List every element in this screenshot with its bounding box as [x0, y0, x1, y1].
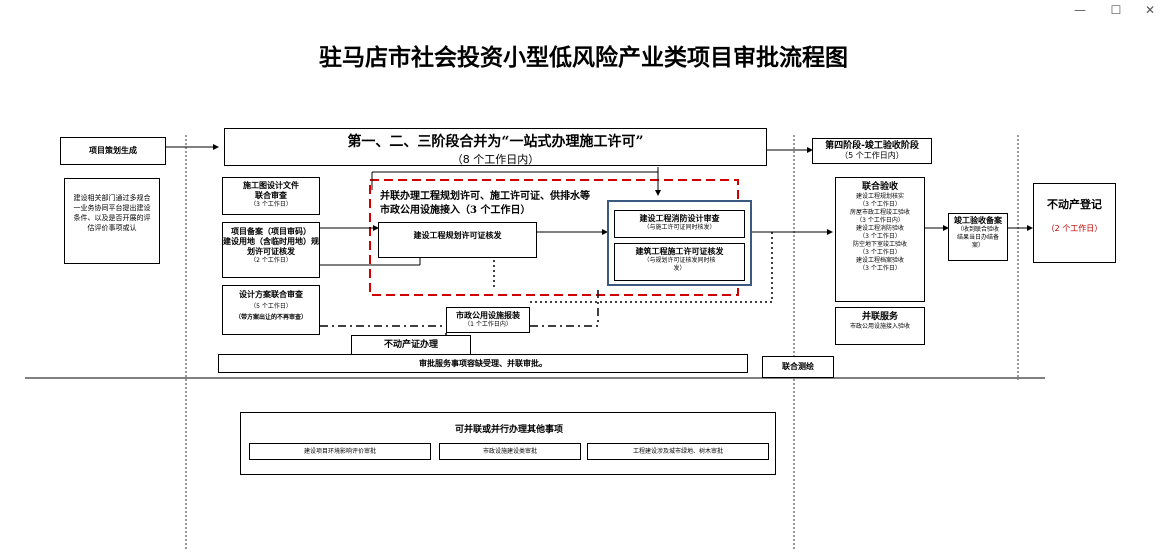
joint-acceptance-item: 房屋市政工程竣工验收 [849, 209, 910, 216]
design-doc-days: （3 个工作日） [250, 201, 292, 208]
joint-acceptance-item: 建设工程规划核实 [855, 193, 904, 200]
project-filing-box: 项目备案（项目审码） 建设用地（含临时用地）规 划许可证核发 （2 个工作日） [222, 222, 320, 278]
joint-acceptance-item: （3 个工作日） [859, 201, 901, 208]
filing-line1: 项目备案（项目审码） [231, 227, 311, 236]
stage4-days: （5 个工作日内） [840, 151, 904, 160]
real-estate-process-label: 不动产证办理 [383, 340, 438, 350]
maximize-button[interactable]: ☐ [1110, 3, 1122, 17]
other-item: 建设项目环境影响评价审批 [249, 443, 431, 460]
fire-review-line2: （与施工许可证同时核发） [643, 224, 716, 231]
accept-service-label: 审批服务事项容缺受理、并联审批。 [419, 359, 547, 368]
construct-permit-line3: 发） [673, 265, 686, 272]
filing-line2: 建设用地（含临时用地）规 [223, 237, 319, 246]
filing-done-line4: 案） [971, 242, 984, 249]
accept-service-box: 审批服务事项容缺受理、并联审批。 [218, 354, 748, 373]
one-stop-days: （8 个工作日内） [451, 153, 540, 166]
joint-acceptance-box: 联合验收 建设工程规划核实 （3 个工作日） 房屋市政工程竣工验收 （3 个工作… [835, 177, 925, 302]
project-planning-box: 项目策划生成 [60, 137, 166, 165]
parallel-process-text: 并联办理工程规划许可、施工许可证、供排水等 市政公用设施接入（3 个工作日） [380, 190, 620, 218]
joint-acceptance-item: 建设工程消防验收 [855, 225, 904, 232]
joint-acceptance-item: 建设工程档案验收 [855, 257, 904, 264]
design-doc-line1: 施工图设计文件 [243, 181, 299, 190]
scheme-line1: 设计方案联合审查 [239, 290, 303, 299]
filing-days: （2 个工作日） [250, 257, 292, 264]
other-items-title: 可并联或并行办理其他事项 [454, 425, 563, 435]
stage4-title: 第四阶段-竣工验收阶段 [825, 141, 919, 151]
planning-desc-box: 建设相关部门通过多规合 一业务协同平台提出建设 条件、以及是否开展的评 估评价事… [64, 178, 160, 264]
municipal-box: 市政公用设施报装 （1 个工作日内） [446, 307, 530, 333]
planning-desc-line: 一业务协同平台提出建设 [73, 204, 151, 212]
real-estate-process-box: 不动产证办理 [351, 335, 471, 355]
project-planning-label: 项目策划生成 [89, 146, 137, 155]
scheme-days: （5 个工作日） [250, 303, 292, 310]
joint-survey-box: 联合测绘 [762, 356, 834, 378]
plan-permit-label: 建设工程规划许可证核发 [413, 231, 502, 240]
parallel-line1: 并联办理工程规划许可、施工许可证、供排水等 [380, 191, 590, 202]
real-estate-days: （2 个工作日） [1046, 224, 1103, 233]
stage4-box: 第四阶段-竣工验收阶段 （5 个工作日内） [812, 138, 932, 164]
municipal-days: （1 个工作日内） [464, 321, 512, 328]
construct-permit-line1: 建筑工程施工许可证核发 [635, 247, 724, 256]
municipal-line1: 市政公用设施报装 [456, 311, 520, 320]
design-doc-review-box: 施工图设计文件 联合审查 （3 个工作日） [222, 177, 320, 215]
filing-done-line3: 结果当日办结备 [956, 234, 999, 241]
fire-review-box: 建设工程消防设计审查 （与施工许可证同时核发） [614, 210, 745, 238]
parallel-service-title: 并联服务 [861, 312, 898, 322]
parallel-service-box: 并联服务 市政公用设施接入验收 [835, 307, 925, 345]
other-items-box: 可并联或并行办理其他事项 建设项目环境影响评价审批 市政设施建设类审批 工程建设… [240, 412, 776, 475]
minimize-button[interactable]: — [1074, 3, 1086, 17]
joint-acceptance-item: （3 个工作日） [859, 233, 901, 240]
parallel-service-line1: 市政公用设施接入验收 [849, 323, 910, 330]
fire-review-line1: 建设工程消防设计审查 [639, 214, 720, 223]
planning-desc-line: 条件、以及是否开展的评 [73, 214, 151, 222]
planning-desc-line: 估评价事项或认 [87, 224, 137, 232]
joint-acceptance-item: （3 个工作日） [859, 249, 901, 256]
scheme-note: （带方案出让的不再审查） [234, 314, 307, 321]
page-title: 驻马店市社会投资小型低风险产业类项目审批流程图 [319, 45, 848, 71]
scheme-review-box: 设计方案联合审查 （5 个工作日） （带方案出让的不再审查） [222, 285, 320, 335]
one-stop-permit-box: 第一、二、三阶段合并为“一站式办理施工许可” （8 个工作日内） [224, 128, 767, 166]
construct-permit-box: 建筑工程施工许可证核发 （与规划许可证核发同时核 发） [614, 243, 745, 281]
design-doc-line2: 联合审查 [255, 191, 287, 200]
real-estate-title: 不动产登记 [1047, 198, 1102, 211]
joint-acceptance-title: 联合验收 [861, 182, 898, 192]
filing-done-line2: （收到联合验收 [956, 226, 999, 233]
planning-desc-line: 建设相关部门通过多规合 [73, 194, 151, 202]
joint-acceptance-item: （3 个工作日） [859, 265, 901, 272]
joint-survey-label: 联合测绘 [782, 362, 814, 371]
filing-done-box: 竣工验收备案 （收到联合验收 结果当日办结备 案） [948, 213, 1008, 261]
other-item: 市政设施建设类审批 [439, 443, 581, 460]
real-estate-box: 不动产登记 （2 个工作日） [1033, 183, 1116, 263]
one-stop-title: 第一、二、三阶段合并为“一站式办理施工许可” [347, 134, 644, 150]
filing-line3: 划许可证核发 [247, 247, 295, 256]
close-button[interactable]: ✕ [1144, 3, 1156, 17]
plan-permit-box: 建设工程规划许可证核发 [378, 222, 537, 258]
joint-acceptance-item: 防空地下室竣工验收 [852, 241, 907, 248]
other-item: 工程建设涉及城市绿地、树木审批 [587, 443, 769, 460]
filing-done-line1: 竣工验收备案 [954, 216, 1002, 225]
parallel-line2: 市政公用设施接入（3 个工作日） [380, 205, 531, 216]
joint-acceptance-item: （3 个工作日内） [856, 217, 904, 224]
construct-permit-line2: （与规划许可证核发同时核 [643, 257, 716, 264]
